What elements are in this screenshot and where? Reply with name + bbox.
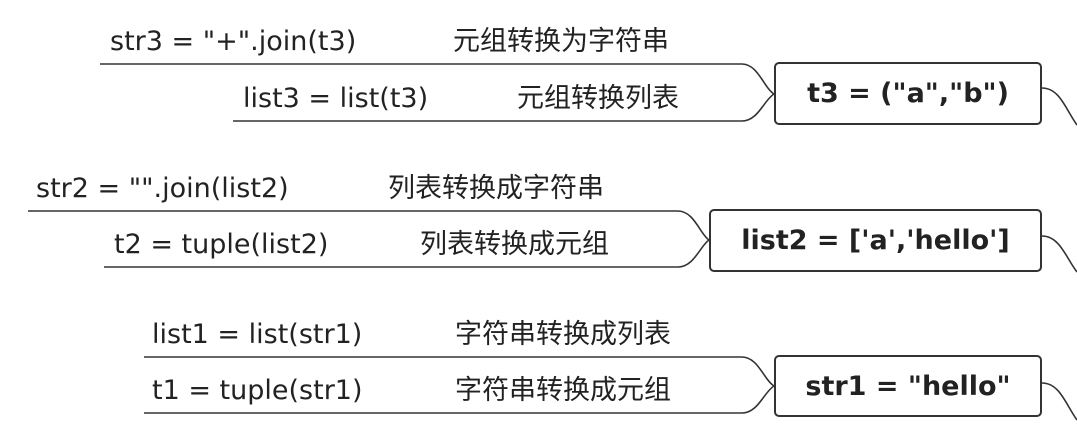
connector-str2	[28, 210, 710, 241]
connector-list3	[233, 93, 775, 122]
connector-list1	[144, 356, 775, 387]
desc-label-str2: 列表转换成字符串	[388, 173, 604, 204]
code-label-str2: str2 = "".join(list2)	[36, 173, 289, 204]
code-label-list1: list1 = list(str1)	[152, 319, 363, 350]
node-list2[interactable]: list2 = ['a','hello']	[709, 209, 1042, 272]
node-str1[interactable]: str1 = "hello"	[774, 355, 1042, 417]
code-label-list3: list3 = list(t3)	[243, 83, 429, 114]
code-label-t2: t2 = tuple(list2)	[114, 229, 329, 260]
connector-t2	[104, 239, 710, 268]
node-t3[interactable]: t3 = ("a","b")	[774, 62, 1042, 125]
connector-t1	[144, 385, 775, 414]
connector-str3	[100, 63, 775, 95]
desc-label-list3: 元组转换列表	[517, 83, 679, 114]
desc-label-str3: 元组转换为字符串	[453, 26, 669, 57]
connector-t3-right	[1041, 87, 1077, 126]
desc-label-t1: 字符串转换成元组	[455, 375, 671, 406]
connector-str1-right	[1041, 382, 1077, 421]
code-label-t1: t1 = tuple(str1)	[152, 375, 363, 406]
code-label-str3: str3 = "+".join(t3)	[110, 26, 357, 57]
connector-list2-right	[1041, 235, 1077, 273]
desc-label-t2: 列表转换成元组	[420, 229, 609, 260]
desc-label-list1: 字符串转换成列表	[455, 319, 671, 350]
